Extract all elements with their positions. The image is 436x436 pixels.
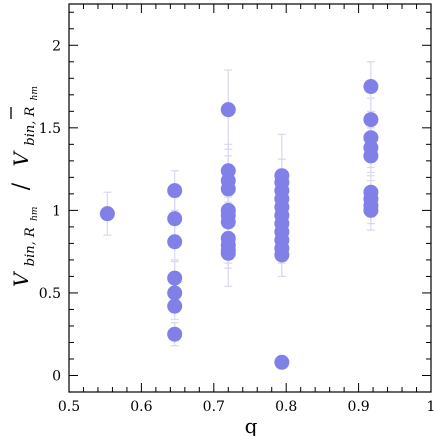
data-point <box>167 234 183 250</box>
plot-frame <box>68 3 432 393</box>
svg-text:V bin, R hm: V bin, R hm / V bin, R hm <box>9 86 42 287</box>
x-tick-label: 0.7 <box>203 399 225 415</box>
x-tick-label: 0.5 <box>58 399 80 415</box>
data-point <box>99 206 115 222</box>
data-point <box>167 183 183 199</box>
x-tick-label: 0.9 <box>347 399 369 415</box>
data-point <box>167 285 183 301</box>
y-title-numer-subsub: hm <box>30 207 40 221</box>
y-tick-label: 2 <box>52 38 61 54</box>
y-title-denom-sub: bin, R <box>23 107 38 146</box>
data-point <box>274 247 290 263</box>
data-point <box>363 79 379 95</box>
y-tick-label: 1 <box>52 203 61 219</box>
data-point <box>274 354 290 370</box>
data-point <box>363 148 379 164</box>
y-axis-title: V bin, R hm / V bin, R hm <box>9 86 42 287</box>
y-title-denom-subsub: hm <box>30 86 40 100</box>
y-axis-ticks <box>69 11 431 393</box>
y-tick-label: 0.5 <box>39 286 61 302</box>
data-point <box>363 112 379 128</box>
data-point <box>167 298 183 314</box>
data-point <box>220 245 236 261</box>
x-tick-label: 0.6 <box>130 399 152 415</box>
data-points <box>99 79 379 370</box>
y-tick-label: 0 <box>52 368 61 384</box>
data-point <box>220 181 236 197</box>
data-point <box>167 326 183 342</box>
x-tick-label: 1 <box>427 399 436 415</box>
x-axis-tick-labels: 0.5 0.6 0.7 0.8 0.9 1 <box>58 399 436 415</box>
y-title-numer-main: V <box>9 270 33 287</box>
data-point <box>167 270 183 286</box>
y-title-slash: / <box>9 182 34 190</box>
x-axis-ticks <box>68 4 432 392</box>
data-point <box>220 214 236 230</box>
y-title-numer-sub: bin, R <box>23 227 38 266</box>
data-point <box>220 102 236 118</box>
y-tick-label: 1.5 <box>39 121 61 137</box>
x-tick-label: 0.8 <box>275 399 297 415</box>
x-axis-title: q <box>245 414 258 436</box>
error-bars <box>103 61 375 368</box>
data-point <box>363 202 379 218</box>
y-axis-tick-labels: 0 0.5 1 1.5 2 <box>39 38 61 384</box>
data-point <box>167 211 183 227</box>
y-title-denom-main: V <box>9 149 33 166</box>
